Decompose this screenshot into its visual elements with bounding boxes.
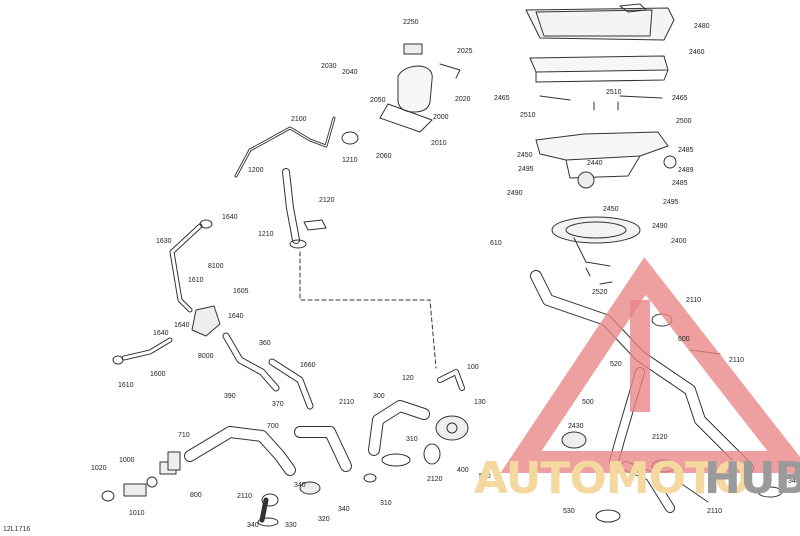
part-label-520: 520 [610,361,622,368]
part-label-1210: 1210 [258,231,274,238]
part-label-310: 310 [406,436,418,443]
thermostat-8000 [191,305,221,337]
part-label-340: 340 [294,482,306,489]
part-label-1200: 1200 [248,167,264,174]
part-label-360: 360 [259,340,271,347]
part-label-2050: 2050 [370,97,386,104]
part-label-610: 610 [490,240,502,247]
part-label-1640: 1640 [222,214,238,221]
part-label-2060: 2060 [376,153,392,160]
part-label-1640: 1640 [228,313,244,320]
part-label-2465: 2465 [494,95,510,102]
part-label-2110: 2110 [729,357,745,364]
part-label-340: 340 [788,478,800,485]
part-label-530: 530 [563,508,575,515]
part-label-120: 120 [402,375,414,382]
cap-2250 [403,43,423,55]
part-label-1010: 1010 [129,510,145,517]
part-label-2020: 2020 [455,96,471,103]
part-label-2110: 2110 [707,508,723,515]
part-label-700: 700 [267,423,279,430]
part-label-340: 340 [247,522,259,529]
part-label-1610: 1610 [188,277,204,284]
part-label-2025: 2025 [457,48,473,55]
air-filter-2460 [529,55,669,73]
part-label-2110: 2110 [686,297,702,304]
part-label-300: 300 [373,393,385,400]
part-label-130: 130 [474,399,486,406]
part-label-2465: 2465 [672,95,688,102]
part-label-370: 370 [272,401,284,408]
part-label-2520: 2520 [592,289,608,296]
part-label-310: 310 [380,500,392,507]
part-label-2485: 2485 [672,180,688,187]
part-label-2495: 2495 [518,166,534,173]
part-label-2450: 2450 [517,152,533,159]
part-label-330: 330 [285,522,297,529]
part-label-2495: 2495 [663,199,679,206]
part-label-1610: 1610 [118,382,134,389]
part-label-1605: 1605 [233,288,249,295]
part-label-340: 340 [338,506,350,513]
fan-2400 [551,216,641,244]
part-label-100: 100 [467,364,479,371]
part-label-2400: 2400 [671,238,687,245]
part-label-510: 510 [479,473,491,480]
part-label-2440: 2440 [587,160,603,167]
airbox-base-2500 [535,131,669,161]
part-label-2000: 2000 [433,114,449,121]
part-label-2500: 2500 [676,118,692,125]
part-label-400: 400 [457,467,469,474]
part-label-1660: 1660 [300,362,316,369]
part-label-2460: 2460 [689,49,705,56]
part-label-2030: 2030 [321,63,337,70]
part-label-2510: 2510 [520,112,536,119]
part-label-2250: 2250 [403,19,419,26]
part-label-2450: 2450 [603,206,619,213]
part-label-1640: 1640 [174,322,190,329]
part-label-2490: 2490 [652,223,668,230]
part-label-600: 600 [678,336,690,343]
part-label-2040: 2040 [342,69,358,76]
part-label-2110: 2110 [339,399,355,406]
water-pump-400 [435,415,469,441]
part-label-390: 390 [224,393,236,400]
part-label-2430: 2430 [568,423,584,430]
part-label-1000: 1000 [119,457,135,464]
part-label-2120: 2120 [652,434,668,441]
part-label-320: 320 [318,516,330,523]
part-label-2485: 2485 [678,147,694,154]
coolant-tank-2000 [397,65,433,113]
watermark-word-dark: HUB [704,453,800,504]
part-label-500: 500 [582,399,594,406]
part-label-2010: 2010 [431,140,447,147]
part-label-2490: 2490 [507,190,523,197]
part-label-8000: 8000 [198,353,214,360]
part-label-1630: 1630 [156,238,172,245]
part-label-2510: 2510 [606,89,622,96]
part-label-710: 710 [178,432,190,439]
part-label-1020: 1020 [91,465,107,472]
part-label-800: 800 [190,492,202,499]
watermark-word-light: AUTOMOTO [474,453,751,504]
part-label-2120: 2120 [427,476,443,483]
part-label-8100: 8100 [208,263,224,270]
part-label-2120: 2120 [319,197,335,204]
part-label-2110: 2110 [237,493,253,500]
part-label-1600: 1600 [150,371,166,378]
diagram-reference-code: 12L1716 [3,526,31,533]
part-label-2100: 2100 [291,116,307,123]
part-label-1210: 1210 [342,157,358,164]
part-label-2480: 2480 [694,23,710,30]
part-label-1640: 1640 [153,330,169,337]
watermark-triangle [500,257,800,473]
part-label-2489: 2489 [678,167,694,174]
